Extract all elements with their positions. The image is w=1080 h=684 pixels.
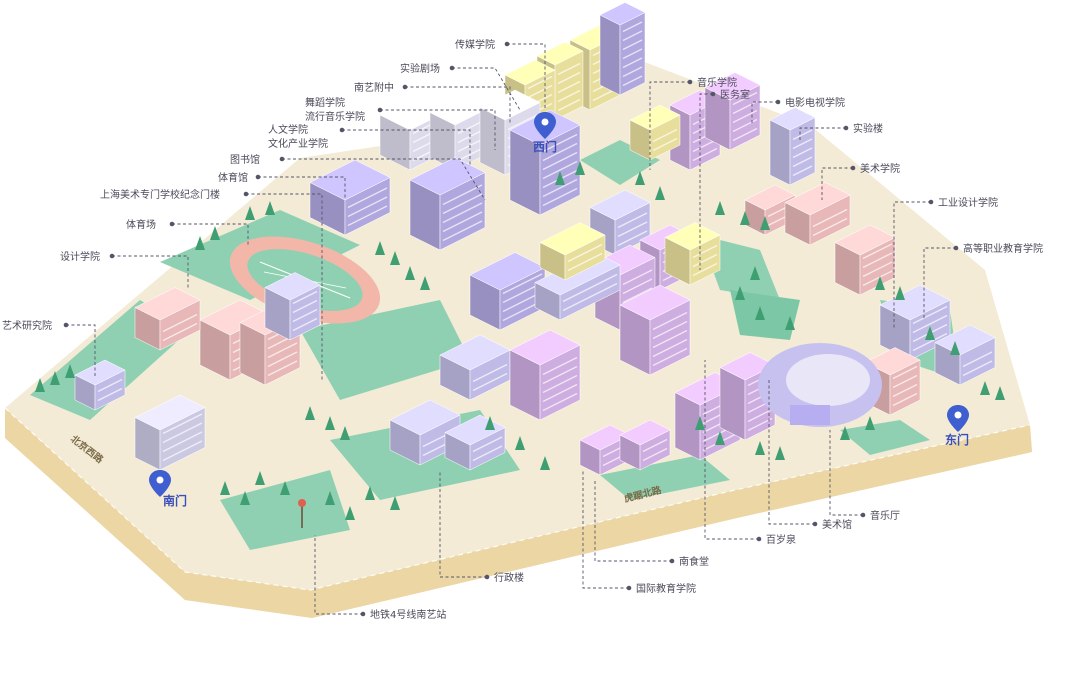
label-admin-building[interactable]: 行政楼 bbox=[439, 470, 524, 584]
svg-text:南食堂: 南食堂 bbox=[679, 555, 709, 568]
label-concert-hall[interactable]: 音乐厅 bbox=[829, 430, 900, 522]
buildings bbox=[74, 2, 996, 476]
gate-west[interactable]: 西门 bbox=[533, 112, 557, 154]
gate-south[interactable]: 南门 bbox=[149, 470, 187, 508]
svg-text:高等职业教育学院: 高等职业教育学院 bbox=[963, 242, 1043, 255]
svg-text:实验剧场: 实验剧场 bbox=[400, 62, 440, 75]
label-clinic[interactable]: 医务室 bbox=[699, 88, 750, 270]
callouts: 传媒学院 实验剧场 南艺附中 舞蹈学院 流行音乐学院 人文学院 文化产业学院 图… bbox=[2, 38, 1043, 621]
svg-text:舞蹈学院: 舞蹈学院 bbox=[305, 96, 345, 109]
metro-sign bbox=[298, 499, 306, 528]
gate-west-label: 西门 bbox=[533, 139, 557, 154]
label-metro-station[interactable]: 地铁4号线南艺站 bbox=[314, 535, 446, 621]
svg-text:流行音乐学院: 流行音乐学院 bbox=[305, 110, 365, 123]
trees bbox=[35, 161, 1005, 520]
svg-text:地铁4号线南艺站: 地铁4号线南艺站 bbox=[370, 608, 446, 621]
svg-text:图书馆: 图书馆 bbox=[230, 153, 260, 166]
label-theater[interactable]: 实验剧场 bbox=[400, 62, 521, 111]
svg-text:国际教育学院: 国际教育学院 bbox=[636, 582, 696, 595]
label-art-research[interactable]: 艺术研究院 bbox=[2, 319, 96, 378]
svg-text:南艺附中: 南艺附中 bbox=[354, 81, 394, 94]
svg-text:工业设计学院: 工业设计学院 bbox=[938, 196, 998, 209]
label-lab-building[interactable]: 实验楼 bbox=[799, 122, 883, 140]
label-affiliated-school[interactable]: 南艺附中 bbox=[354, 81, 511, 125]
svg-text:美术学院: 美术学院 bbox=[860, 162, 900, 175]
svg-text:文化产业学院: 文化产业学院 bbox=[268, 137, 328, 150]
metro-icon bbox=[298, 499, 306, 507]
svg-text:医务室: 医务室 bbox=[720, 88, 750, 101]
svg-text:电影电视学院: 电影电视学院 bbox=[785, 96, 845, 109]
label-century-spring[interactable]: 百岁泉 bbox=[704, 360, 796, 546]
svg-text:百岁泉: 百岁泉 bbox=[766, 533, 796, 546]
label-fine-arts[interactable]: 美术学院 bbox=[821, 162, 900, 200]
label-humanities-culture[interactable]: 人文学院 文化产业学院 bbox=[268, 123, 471, 165]
label-art-museum[interactable]: 美术馆 bbox=[768, 380, 852, 531]
label-industrial-design[interactable]: 工业设计学院 bbox=[893, 196, 998, 330]
svg-text:传媒学院: 传媒学院 bbox=[455, 38, 495, 51]
label-sports-field[interactable]: 体育场 bbox=[126, 218, 249, 245]
label-library[interactable]: 图书馆 bbox=[230, 153, 486, 201]
svg-text:艺术研究院: 艺术研究院 bbox=[2, 319, 52, 332]
concert-hall-dome bbox=[758, 343, 882, 427]
svg-text:设计学院: 设计学院 bbox=[60, 250, 100, 263]
label-music[interactable]: 音乐学院 bbox=[649, 76, 737, 170]
label-media[interactable]: 传媒学院 bbox=[455, 38, 546, 110]
svg-text:上海美术专门学校纪念门楼: 上海美术专门学校纪念门楼 bbox=[100, 188, 220, 201]
svg-text:行政楼: 行政楼 bbox=[494, 571, 524, 584]
svg-text:人文学院: 人文学院 bbox=[268, 123, 308, 136]
svg-text:体育馆: 体育馆 bbox=[218, 171, 248, 184]
label-film-tv[interactable]: 电影电视学院 bbox=[751, 96, 845, 125]
gate-east[interactable]: 东门 bbox=[945, 405, 969, 447]
label-vocational[interactable]: 高等职业教育学院 bbox=[923, 242, 1043, 320]
label-south-canteen[interactable]: 南食堂 bbox=[594, 480, 709, 568]
gate-south-label: 南门 bbox=[163, 493, 187, 508]
label-intl-education[interactable]: 国际教育学院 bbox=[582, 470, 696, 595]
label-memorial-gate[interactable]: 上海美术专门学校纪念门楼 bbox=[100, 188, 323, 380]
svg-text:实验楼: 实验楼 bbox=[853, 122, 883, 135]
svg-text:体育场: 体育场 bbox=[126, 218, 156, 231]
label-gymnasium[interactable]: 体育馆 bbox=[218, 171, 346, 200]
gate-east-label: 东门 bbox=[945, 432, 969, 447]
svg-text:音乐厅: 音乐厅 bbox=[870, 509, 900, 522]
label-design[interactable]: 设计学院 bbox=[60, 250, 189, 290]
svg-text:美术馆: 美术馆 bbox=[822, 518, 852, 531]
svg-text:音乐学院: 音乐学院 bbox=[697, 76, 737, 89]
label-dance-popmusic[interactable]: 舞蹈学院 流行音乐学院 bbox=[305, 96, 496, 150]
